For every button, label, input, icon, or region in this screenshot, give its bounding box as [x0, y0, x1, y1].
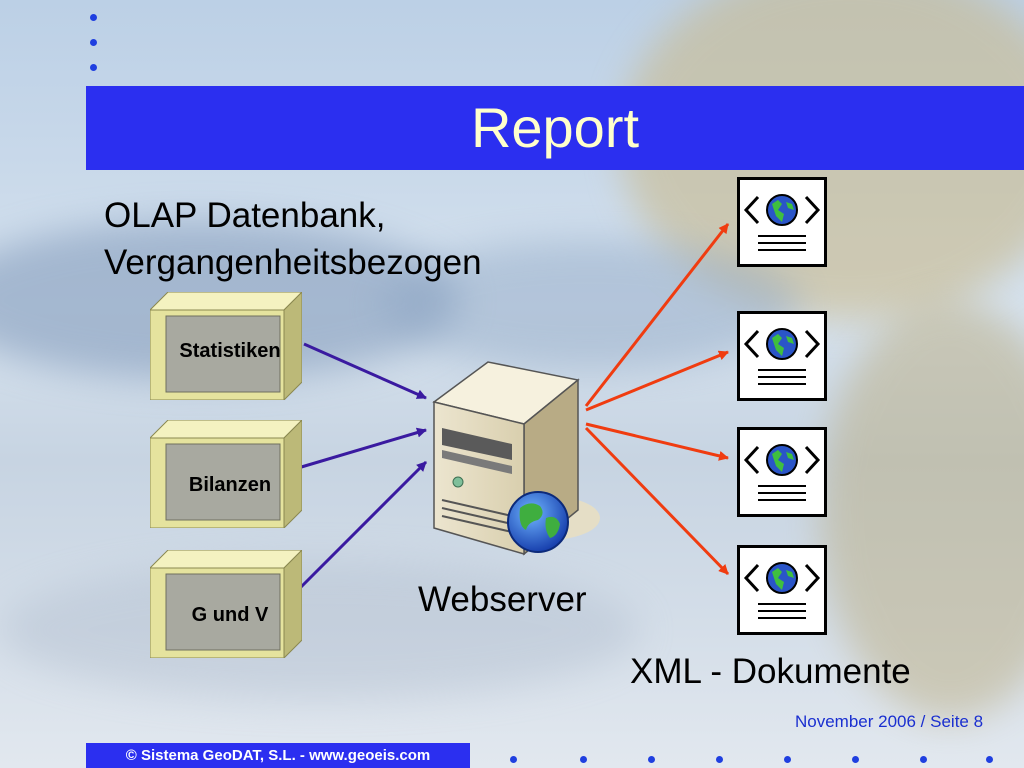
source-label-gundv: G und V — [191, 604, 269, 626]
arrow-server-to-doc-1 — [584, 223, 730, 407]
arrow-bilanzen-to-server — [297, 427, 427, 470]
xml-document-1 — [737, 177, 827, 267]
arrow-gundv-to-server — [296, 460, 428, 592]
bg-wash-tree-right — [820, 300, 1024, 720]
source-box-gundv: G und V — [150, 550, 302, 658]
decor-dot — [510, 756, 517, 763]
box-3d-shape — [150, 550, 302, 658]
webserver-label: Webserver — [418, 580, 587, 619]
subtitle-line-2: Vergangenheitsbezogen — [104, 243, 482, 282]
arrow-server-to-doc-4 — [584, 426, 730, 576]
decor-dot — [784, 756, 791, 763]
decor-dot — [920, 756, 927, 763]
box-3d-shape — [150, 292, 302, 400]
decor-dot — [580, 756, 587, 763]
footer-bar: © Sistema GeoDAT, S.L. - www.geoeis.com — [86, 743, 470, 768]
xml-web-document-icon — [743, 328, 821, 385]
bg-wash-hills — [380, 240, 800, 370]
source-label-bilanzen: Bilanzen — [188, 474, 272, 496]
arrow-server-to-doc-3 — [585, 422, 729, 461]
source-label-statistiken: Statistiken — [179, 340, 281, 362]
webserver-globe-icon — [432, 361, 600, 556]
footer-copyright: © Sistema GeoDAT, S.L. - www.geoeis.com — [125, 747, 431, 764]
xml-document-3 — [737, 427, 827, 517]
arrow-statistiken-to-server — [303, 342, 427, 400]
title-bar: Report — [86, 86, 1024, 170]
subtitle-line-1: OLAP Datenbank, — [104, 196, 386, 235]
source-box-statistiken: Statistiken — [150, 292, 302, 400]
bg-wash-lake — [0, 560, 640, 700]
decor-dot — [986, 756, 993, 763]
xml-web-document-icon — [743, 194, 821, 251]
decor-dot — [90, 39, 97, 46]
footer-date-page: November 2006 / Seite 8 — [795, 712, 984, 731]
source-box-bilanzen: Bilanzen — [150, 420, 302, 528]
decor-dot — [648, 756, 655, 763]
xml-web-document-icon — [743, 562, 821, 619]
decor-dot — [716, 756, 723, 763]
slide-title: Report — [470, 96, 640, 159]
box-3d-shape — [150, 420, 302, 528]
decor-dot — [90, 14, 97, 21]
xml-documents-label: XML - Dokumente — [630, 652, 911, 691]
decor-dot — [90, 64, 97, 71]
xml-web-document-icon — [743, 444, 821, 501]
xml-document-4 — [737, 545, 827, 635]
xml-document-2 — [737, 311, 827, 401]
arrow-server-to-doc-2 — [585, 350, 729, 412]
decor-dot — [852, 756, 859, 763]
